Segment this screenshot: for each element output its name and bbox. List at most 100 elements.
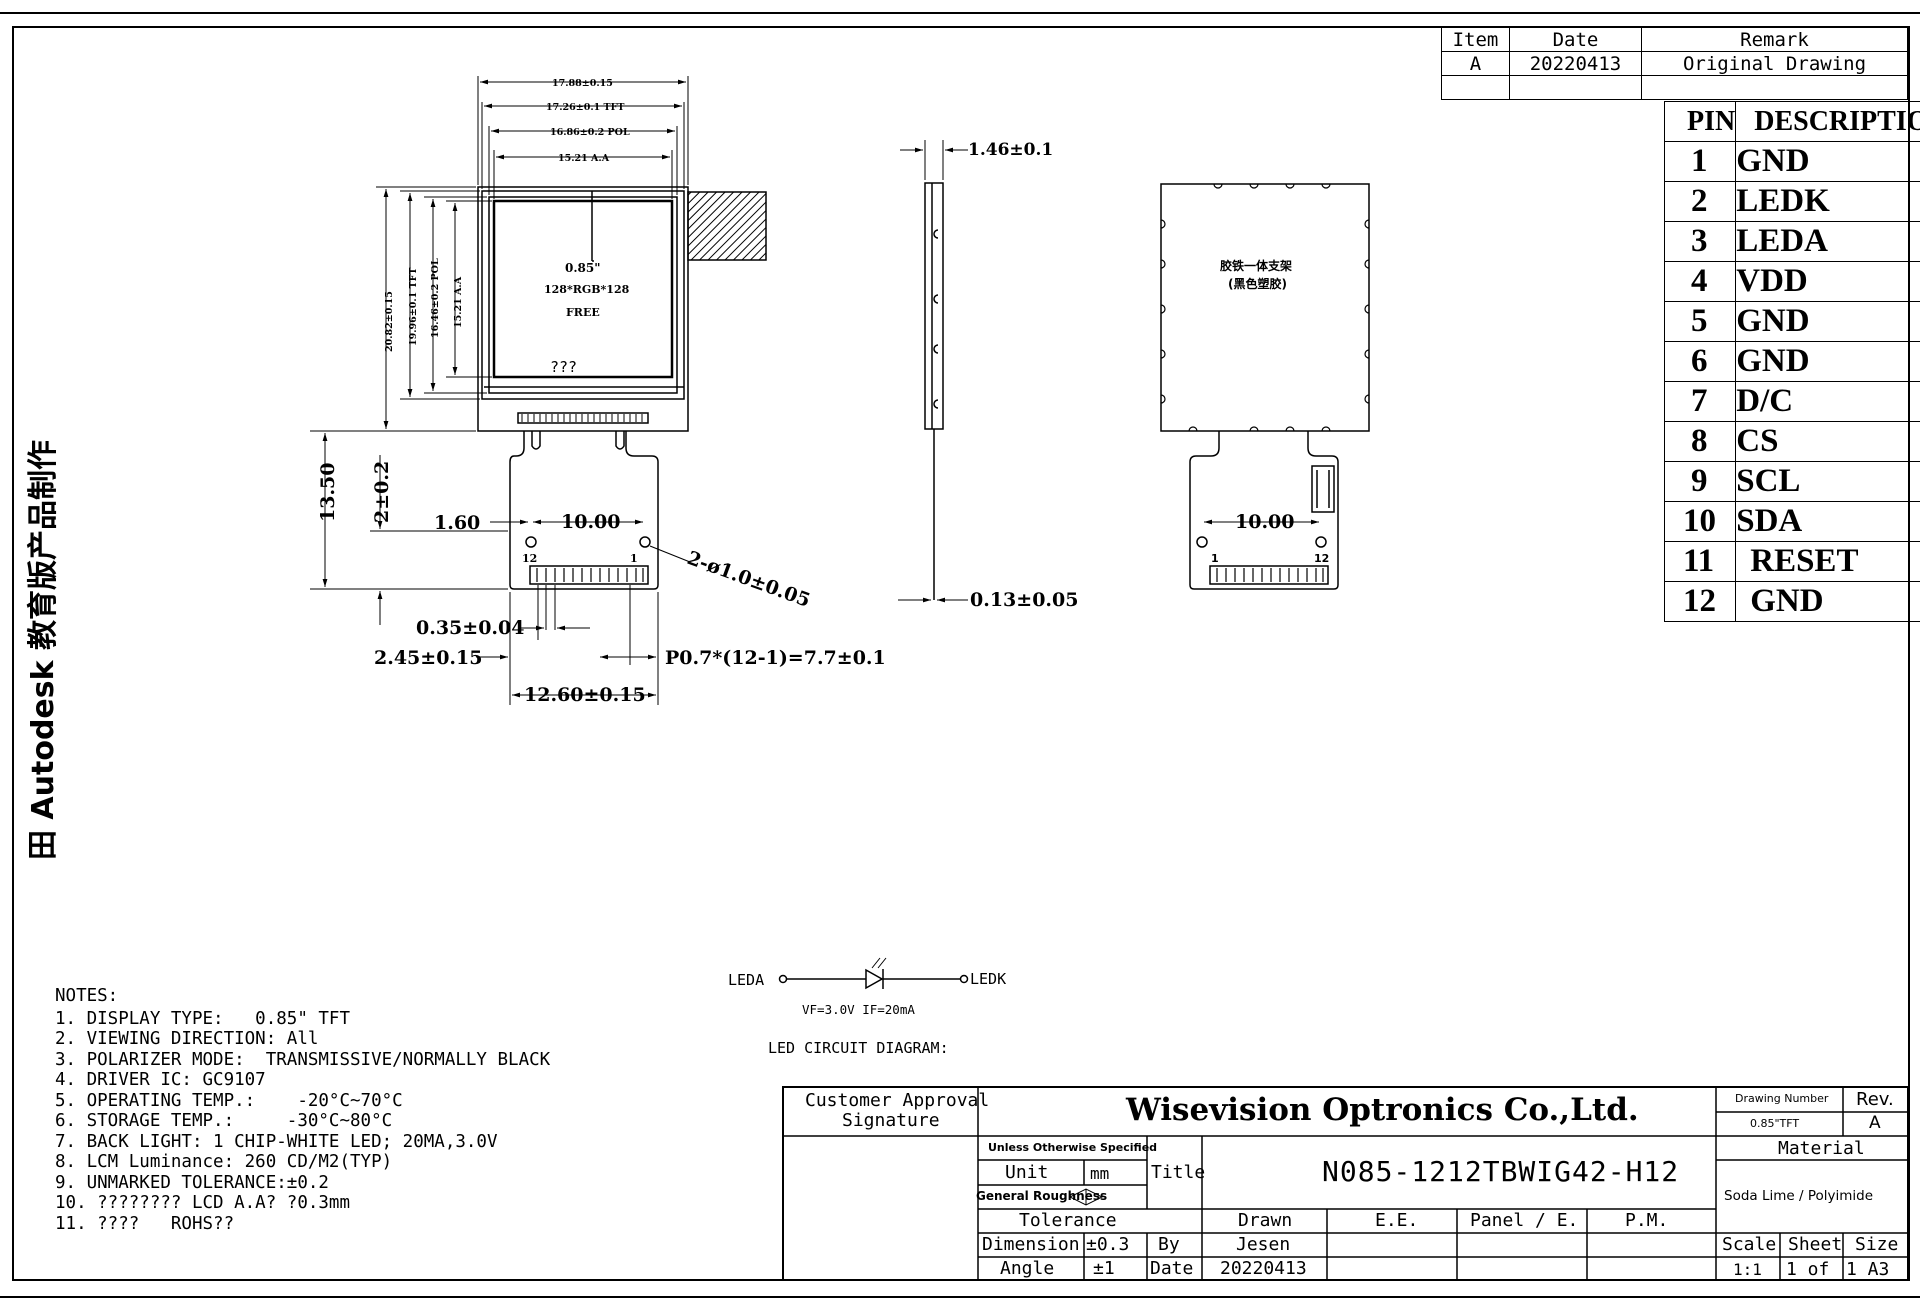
back-pin-left-number: 1 — [1211, 552, 1219, 565]
back-pin-right-number: 12 — [1314, 552, 1329, 565]
customer-approval-label: Customer Approval — [805, 1090, 990, 1111]
date-label: Date — [1150, 1258, 1194, 1279]
dim-thickness: 1.46±0.1 — [968, 140, 1053, 160]
by-label: By — [1158, 1234, 1180, 1255]
note-item: 2. VIEWING DIRECTION: All — [55, 1029, 319, 1049]
back-hole-left — [1196, 536, 1208, 548]
dim-pol-height: 16.46±0.2 POL — [430, 258, 441, 338]
size-label: Size — [1855, 1234, 1899, 1255]
dim-245: 2.45±0.15 — [374, 647, 482, 669]
front-view — [310, 76, 767, 705]
note-item: 1. DISPLAY TYPE: 0.85" TFT — [55, 1008, 351, 1029]
side-profile — [924, 182, 944, 430]
dim-tft-width: 17.26±0.1 TFT — [546, 102, 624, 113]
active-area — [492, 199, 674, 379]
unless-specified: Unless Otherwise Specified — [988, 1141, 1158, 1154]
led-cathode-label: LEDK — [970, 970, 1006, 988]
rev-value: A — [1869, 1113, 1881, 1133]
rev-header-item: Item — [1441, 27, 1510, 52]
signature-label: Signature — [842, 1110, 940, 1131]
by-value: Jesen — [1236, 1234, 1291, 1255]
dim-2-tolerance: 2±0.2 — [371, 461, 393, 523]
hatched-fpc-tail — [687, 191, 767, 261]
dim-pol-width: 16.86±0.2 POL — [550, 127, 630, 138]
back-label-line1: 胶铁一体支架 — [1220, 258, 1292, 273]
pol-outline — [488, 196, 678, 394]
border-top — [12, 26, 1910, 28]
rev-empty-cell — [1641, 75, 1908, 100]
pin-desc: RESET — [1735, 541, 1920, 582]
pin-number: 2 — [1663, 181, 1737, 222]
title-block-grid — [782, 1086, 1909, 1281]
rev-empty-cell — [1509, 75, 1642, 100]
side-view — [898, 140, 968, 603]
tft-outline — [481, 190, 685, 400]
note-item: 9. UNMARKED TOLERANCE:±0.2 — [55, 1172, 329, 1193]
alignment-hole-left — [525, 536, 537, 548]
pin-desc: LEDA — [1735, 221, 1920, 262]
company-name: Wisevision Optronics Co.,Ltd. — [1126, 1092, 1639, 1128]
sheet-label: Sheet — [1788, 1234, 1843, 1255]
back-hole-right — [1315, 536, 1327, 548]
alignment-hole-right — [639, 536, 651, 548]
dim-aa-width: 15.21 A.A — [558, 153, 610, 164]
panel-label: Panel / E. — [1470, 1210, 1579, 1231]
border-right — [1908, 26, 1910, 1281]
note-item: 3. POLARIZER MODE: TRANSMISSIVE/NORMALLY… — [55, 1049, 551, 1070]
revision-table: Item Date Remark A 20220413 Original Dra… — [1441, 27, 1908, 100]
area-label: ??? — [550, 358, 577, 376]
scale-label: Scale — [1722, 1234, 1777, 1255]
dim-10-back: 10.00 — [1235, 511, 1295, 533]
back-label-line2: (黑色塑胶) — [1228, 276, 1287, 291]
dim-tft-height: 19.96±0.1 TFT — [408, 268, 419, 346]
rev-row-remark: Original Drawing — [1641, 51, 1908, 76]
sheet-value: 1 of — [1786, 1259, 1830, 1280]
note-item: 10. ???????? LCD A.A? ?0.3mm — [55, 1193, 351, 1213]
rev-row-date: 20220413 — [1509, 51, 1642, 76]
border-left — [12, 26, 14, 1281]
notes-title: NOTES: — [55, 986, 119, 1006]
dim-holes: 2-ø1.0±0.05 — [684, 547, 813, 612]
back-view — [1160, 183, 1370, 590]
led-circuit — [778, 957, 969, 990]
pin-number: 4 — [1663, 261, 1737, 302]
note-item: 8. LCM Luminance: 260 CD/M2(TYP) — [55, 1152, 393, 1172]
title-value: N085-1212TBWIG42-H12 — [1322, 1155, 1680, 1188]
desc-header: DESCRIPTION — [1735, 101, 1920, 142]
fpc-tail — [509, 431, 659, 590]
dim-pitch: P0.7*(12-1)=7.7±0.1 — [665, 647, 886, 669]
dimension-tolerance: ±0.3 — [1086, 1234, 1130, 1255]
tolerance-label: Tolerance — [1019, 1210, 1117, 1231]
led-params: VF=3.0V IF=20mA — [802, 1002, 915, 1017]
note-item: 7. BACK LIGHT: 1 CHIP-WHITE LED; 20MA,3.… — [55, 1131, 498, 1152]
led-anode-label: LEDA — [728, 971, 764, 989]
back-fpc-tail — [1189, 431, 1339, 590]
pin-number: 7 — [1663, 381, 1737, 422]
frame-top-rule — [0, 12, 1920, 14]
note-item: 4. DRIVER IC: GC9107 — [55, 1070, 266, 1090]
drawn-label: Drawn — [1238, 1210, 1293, 1231]
pin-desc: SDA — [1735, 501, 1920, 542]
title-label: Title — [1151, 1162, 1206, 1183]
dim-10-front: 10.00 — [561, 511, 621, 533]
pin-number: 8 — [1663, 421, 1737, 462]
dimension-label: Dimension — [982, 1234, 1080, 1255]
note-item: 6. STORAGE TEMP.: -30°C~80°C — [55, 1111, 393, 1131]
dim-fpc-height: 13.50 — [317, 463, 339, 523]
pin-desc: GND — [1735, 581, 1920, 622]
front-pin-right-number: 1 — [630, 552, 638, 565]
notes-block: NOTES: 1. DISPLAY TYPE: 0.85" TFT 2. VIE… — [55, 986, 550, 1234]
back-frame — [1160, 183, 1370, 432]
fpc-gold-fingers — [529, 565, 649, 585]
note-item: 11. ???? ROHS?? — [55, 1213, 235, 1234]
note-item: 5. OPERATING TEMP.: -20°C~70°C — [55, 1090, 403, 1111]
angle-label: Angle — [1000, 1258, 1055, 1279]
bonding-pads — [517, 412, 649, 424]
pin-desc: GND — [1735, 141, 1920, 182]
screen-size-label: 0.85" — [565, 261, 600, 275]
front-pin-left-number: 12 — [522, 552, 537, 565]
module-outline — [477, 186, 689, 432]
unit-label: Unit — [1005, 1162, 1049, 1183]
